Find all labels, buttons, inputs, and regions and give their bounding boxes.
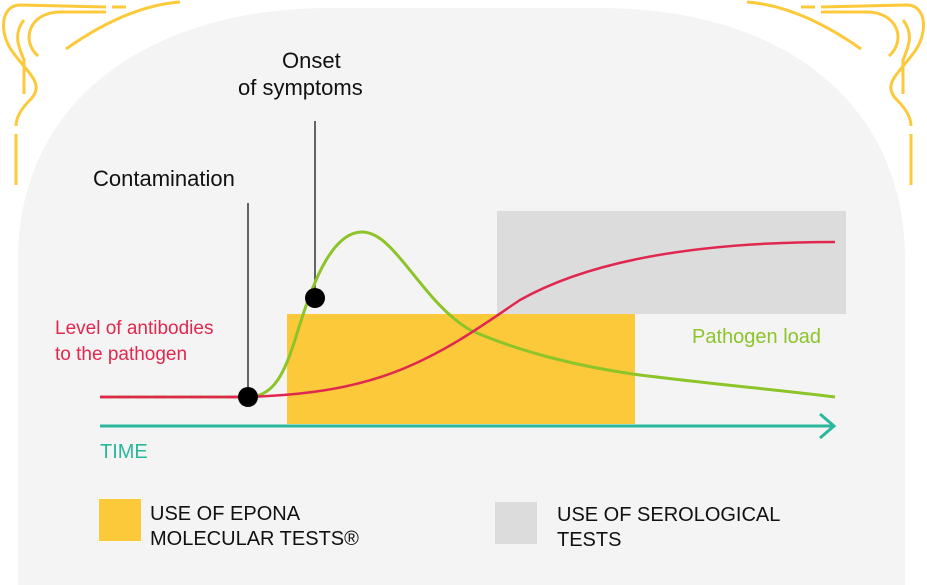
antibodies-label-line1: Level of antibodies [55, 318, 214, 339]
serological-tests-period [497, 211, 846, 314]
contamination-marker [238, 387, 258, 407]
antibodies-label-line2: to the pathogen [55, 344, 188, 365]
time-axis-arrow-icon [819, 412, 837, 440]
time-axis-label: TIME [100, 441, 148, 463]
onset-marker [305, 288, 325, 308]
onset-label-line1: Onset [282, 48, 341, 73]
legend-serological-label: USE OF SEROLOGICAL TESTS [557, 503, 780, 553]
legend-serological-line1: USE OF SEROLOGICAL [557, 504, 781, 526]
background-panel [18, 8, 905, 585]
onset-label-line2: of symptoms [238, 75, 363, 100]
legend-serological-swatch [495, 502, 537, 544]
contamination-label: Contamination [93, 166, 235, 191]
pathogen-load-label: Pathogen load [692, 326, 822, 348]
legend-epona-line1: USE OF EPONA [150, 503, 301, 525]
corner-ornament-left [2, 0, 181, 185]
antibodies-curve [100, 240, 836, 399]
legend-serological-line2: TESTS [557, 529, 622, 551]
pathogen-load-curve [100, 230, 836, 399]
legend-epona-label: USE OF EPONA MOLECULAR TESTS® [150, 502, 359, 552]
corner-ornament-right [746, 0, 925, 185]
epona-molecular-tests-period [287, 314, 635, 424]
legend-epona-line2: MOLECULAR TESTS® [150, 528, 359, 550]
legend-epona-swatch [99, 499, 141, 541]
